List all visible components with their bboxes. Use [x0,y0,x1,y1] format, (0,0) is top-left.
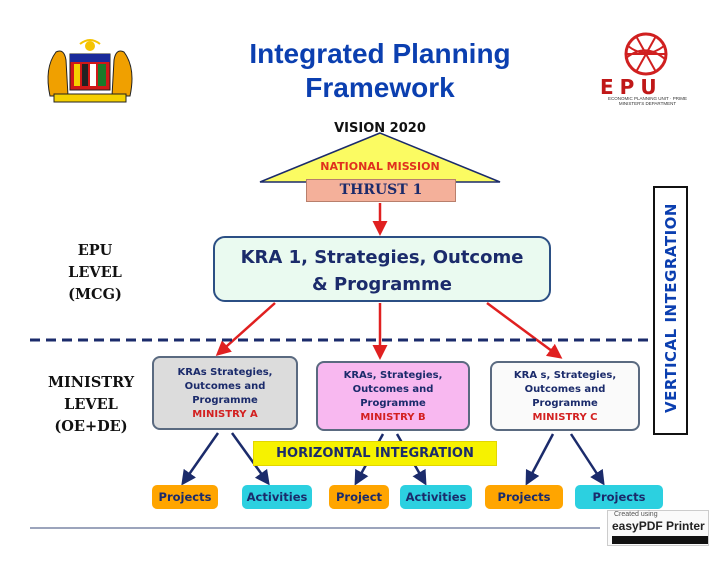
project-box-b: Project [329,485,389,509]
epu-level-line: EPU [77,242,113,259]
kra1-box: KRA 1, Strategies, Outcome & Programme [213,236,551,302]
watermark-line2: easyPDF Printer [612,519,705,533]
arrow-c-projects [525,433,555,486]
activities-box-b: Activities [400,485,472,509]
ministry-b-box: KRAs, Strategies, Outcomes and Programme… [316,361,470,431]
ministry-a-line: KRAs Strategies, [177,367,273,378]
projects-box-c: Projects [485,485,563,509]
ministry-b-name: MINISTRY B [360,412,426,423]
ministry-a-line: Programme [192,395,258,406]
vertical-integration-label: VERTICAL INTEGRATION [662,203,680,413]
page-title-line2: Framework [305,72,455,103]
activities-box-a: Activities [242,485,312,509]
epu-logo-text: EPU [600,75,663,99]
ministry-level-line: LEVEL [64,396,118,413]
epu-level-line: (MCG) [68,286,122,303]
ministry-c-name: MINISTRY C [532,412,598,423]
ministry-c-line: Outcomes and [524,384,606,395]
national-mission-triangle [259,132,501,183]
coat-of-arms-logo [47,39,133,103]
horizontal-integration-bar: HORIZONTAL INTEGRATION [253,441,497,466]
thrust-box: THRUST 1 [306,179,456,202]
epu-caption: ECONOMIC PLANNING UNIT · PRIME MINISTER'… [608,96,687,106]
arrow-c-projects-2 [569,433,605,486]
ministry-level-line: MINISTRY [47,374,135,391]
ministry-c-box: KRA s, Strategies, Outcomes and Programm… [490,361,640,431]
ministry-b-line: Programme [360,398,426,409]
epu-logo: EPU [600,32,668,99]
vertical-integration-frame [653,186,688,435]
page-title-line1: Integrated Planning [249,38,511,69]
ministry-c-line: Programme [532,398,598,409]
epu-level-label: EPU LEVEL (MCG) [40,240,150,306]
ministry-a-name: MINISTRY A [192,409,258,420]
kra1-line2: & Programme [311,274,453,295]
watermark-link-bar [612,536,708,544]
projects-box-c2: Projects [575,485,663,509]
ministry-level-line: (OE+DE) [54,418,128,435]
projects-box-a: Projects [152,485,218,509]
arrow-kra-to-ministry-a [215,302,276,357]
ministry-c-line: KRA s, Strategies, [513,370,617,381]
ministry-a-box: KRAs Strategies, Outcomes and Programme … [152,356,298,430]
ministry-level-label: MINISTRY LEVEL (OE+DE) [36,372,146,438]
epu-level-line: LEVEL [68,264,122,281]
vision-label: VISION 2020 [334,121,426,136]
watermark-line1: Created using [614,511,658,518]
ministry-b-line: KRAs, Strategies, [343,370,443,381]
kra1-line1: KRA 1, Strategies, Outcome [240,247,524,268]
ministry-b-line: Outcomes and [352,384,434,395]
arrow-a-activities [230,432,270,486]
ministry-a-line: Outcomes and [184,381,266,392]
national-mission-label: NATIONAL MISSION [320,160,440,173]
arrow-a-projects [181,432,220,486]
arrow-kra-to-ministry-c [486,301,563,359]
